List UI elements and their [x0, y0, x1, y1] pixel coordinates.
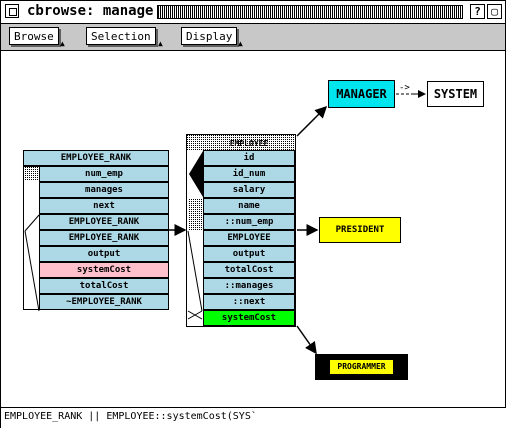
right-member-output[interactable]: output — [203, 246, 295, 262]
manager-system-edge-label: -> — [399, 83, 410, 93]
right-member-constructor[interactable]: EMPLOYEE — [203, 230, 295, 246]
selection-menu-arrow-icon[interactable]: ▲ — [158, 39, 163, 48]
right-member-name[interactable]: name — [203, 198, 295, 214]
title-drag-area[interactable] — [157, 5, 463, 19]
right-member-num-emp[interactable]: ::num_emp — [203, 214, 295, 230]
left-class-stub — [23, 166, 40, 310]
browse-menu-arrow-icon[interactable]: ▲ — [60, 39, 65, 48]
left-member-constructor-2[interactable]: EMPLOYEE_RANK — [39, 230, 169, 246]
right-member-totalcost[interactable]: totalCost — [203, 262, 295, 278]
left-member-totalcost[interactable]: totalCost — [39, 278, 169, 294]
right-member-id[interactable]: id — [203, 150, 295, 166]
window-menu-icon[interactable] — [5, 4, 19, 18]
left-member-next[interactable]: next — [39, 198, 169, 214]
browse-menu-button[interactable]: Browse — [9, 27, 59, 45]
menu-bar: Browse ▲ Selection ▲ Display ▲ — [1, 24, 505, 51]
system-node[interactable]: SYSTEM — [427, 81, 484, 107]
left-member-num-emp[interactable]: num_emp — [39, 166, 169, 182]
right-member-manages[interactable]: ::manages — [203, 278, 295, 294]
left-member-systemcost[interactable]: systemCost — [39, 262, 169, 278]
selection-menu-button[interactable]: Selection — [86, 27, 156, 45]
right-class-title[interactable]: EMPLOYEE — [229, 139, 269, 148]
manager-node[interactable]: MANAGER — [328, 80, 395, 108]
display-menu-arrow-icon[interactable]: ▲ — [238, 39, 243, 48]
left-class-title[interactable]: EMPLOYEE_RANK — [23, 150, 169, 166]
left-member-manages[interactable]: manages — [39, 182, 169, 198]
right-member-salary[interactable]: salary — [203, 182, 295, 198]
maximize-button[interactable]: ▢ — [487, 4, 502, 19]
left-member-destructor[interactable]: ~EMPLOYEE_RANK — [39, 294, 169, 310]
right-member-systemcost[interactable]: systemCost — [203, 310, 295, 326]
right-member-next[interactable]: ::next — [203, 294, 295, 310]
programmer-node[interactable]: PROGRAMMER — [315, 354, 408, 380]
status-bar: EMPLOYEE_RANK || EMPLOYEE::systemCost(SY… — [1, 407, 506, 428]
title-bar[interactable]: cbrowse: manage ? ▢ — [1, 1, 505, 24]
right-class-stub — [186, 134, 296, 327]
left-member-output[interactable]: output — [39, 246, 169, 262]
left-member-constructor[interactable]: EMPLOYEE_RANK — [39, 214, 169, 230]
president-node[interactable]: PRESIDENT — [319, 217, 401, 243]
programmer-label: PROGRAMMER — [330, 360, 393, 374]
window-title: cbrowse: manage — [27, 3, 154, 19]
help-button[interactable]: ? — [470, 4, 485, 19]
right-member-id-num[interactable]: id_num — [203, 166, 295, 182]
display-menu-button[interactable]: Display — [181, 27, 238, 45]
